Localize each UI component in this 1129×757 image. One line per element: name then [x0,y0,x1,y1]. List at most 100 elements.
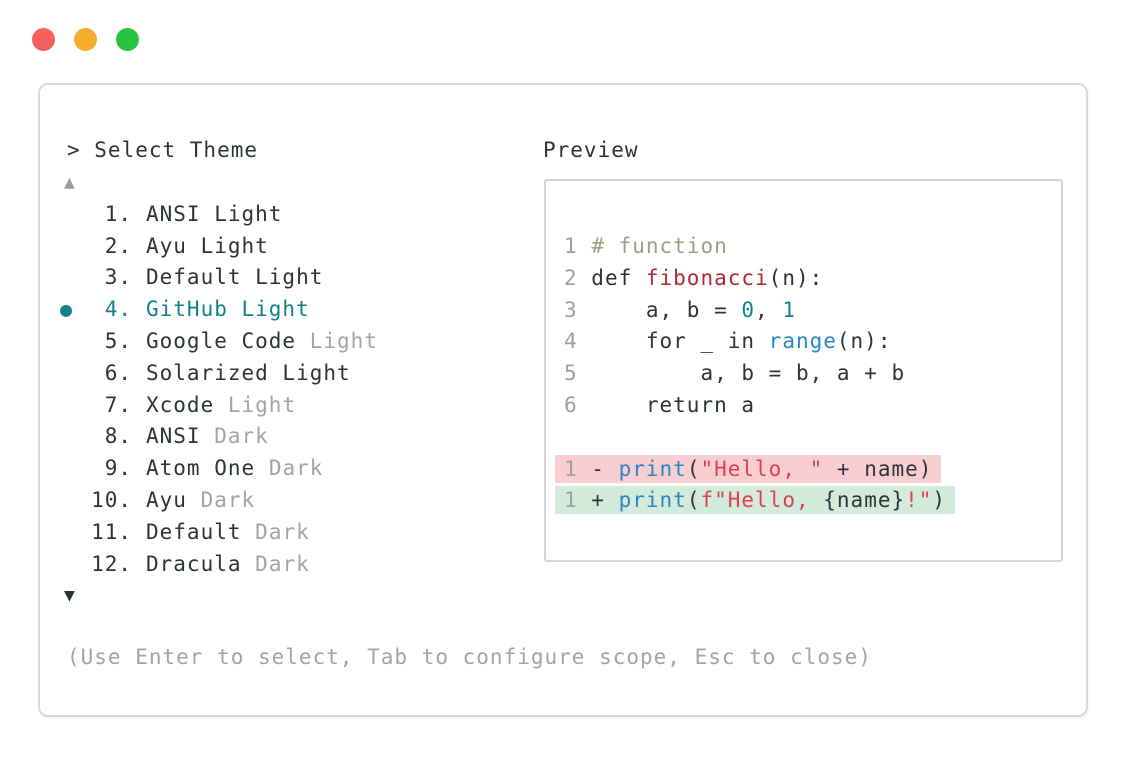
theme-item-number: 6. [104,360,132,385]
code-token-string: f"Hello, [700,488,824,513]
theme-item[interactable]: ●9.Atom One Dark [58,453,378,485]
code-token-default: + name) [823,456,933,481]
code-line: 1 + print(f"Hello, {name}!") [555,485,956,517]
code-token-default: a, b = b, a + b [577,361,906,386]
code-line [564,422,955,454]
theme-item[interactable]: ●1.ANSI Light [58,199,378,231]
theme-item-label: Default Dark [146,519,310,544]
theme-item-label: Solarized Light [146,360,351,385]
theme-item-label: ANSI Dark [146,424,269,449]
code-token-builtin: print [618,488,687,513]
theme-item-number: 9. [104,456,132,481]
theme-item-label: Xcode Light [146,392,297,417]
code-token-default: - [577,456,619,481]
diff-added-line: 1 + print(f"Hello, {name}!") [555,486,956,515]
theme-item-number: 8. [104,424,132,449]
theme-item-variant: Dark [255,551,310,576]
code-token-line-number: 4 [564,329,578,354]
scroll-down-icon[interactable]: ▼ [64,585,76,607]
code-token-line-number: 1 [564,456,578,481]
theme-item-variant: Dark [214,424,269,449]
code-token-default [578,234,592,258]
theme-item-number: 11. [91,519,132,544]
code-token-default: a, b = [577,297,742,322]
theme-item-label: GitHub Light [146,297,310,322]
code-token-line-number: 5 [564,361,578,386]
code-token-line-number: 1 [564,234,578,258]
theme-item-label: Ayu Dark [146,487,256,512]
theme-item[interactable]: ●5.Google Code Light [58,326,378,358]
code-line: 1 - print("Hello, " + name) [555,454,955,486]
code-token-builtin: print [618,456,687,481]
code-token-default: for _ in [577,329,769,354]
code-token-line-number: 3 [564,297,578,322]
code-line: 5 a, b = b, a + b [564,358,955,390]
theme-item-number: 2. [104,233,132,258]
select-theme-prompt: > Select Theme [67,138,259,162]
theme-selector-window: > Select Theme ▲ ●1.ANSI Light ● 2. Ayu Ligh… [38,83,1088,717]
code-token-default: ( [686,488,701,513]
theme-item[interactable]: ●12.Dracula Dark [58,549,378,581]
theme-item-number: 4. [104,297,132,322]
window-controls [32,28,139,51]
selected-bullet-icon: ● [60,297,74,322]
theme-item-label: Ayu Light [146,233,269,258]
theme-item-variant: Light [309,328,378,353]
theme-list: ▲●1.ANSI Light●2.Ayu Light●3.Default Lig… [58,167,378,612]
code-token-default: , [755,297,783,322]
code-token-default: def [577,265,646,290]
code-token-line-number: 2 [564,265,578,290]
scroll-up-icon[interactable]: ▲ [64,172,76,193]
code-line: 6 return a [564,390,955,422]
code-token-string: !" [905,488,933,513]
theme-item[interactable]: ●11.Default Dark [58,517,378,549]
minimize-button-icon[interactable] [74,28,97,51]
code-token-default: ) [932,488,947,513]
code-token-number: 1 [782,297,796,322]
code-line: 1 # function [564,231,955,263]
theme-item-variant: Dark [200,487,256,512]
theme-item[interactable]: ●3.Default Light [58,262,378,294]
code-token-default: + [577,488,619,513]
code-token-default: {name} [823,488,906,513]
code-token-default: ( [686,456,701,481]
code-line: 3 a, b = 0, 1 [564,295,955,327]
code-token-default: return a [577,392,756,417]
theme-item[interactable]: ●10.Ayu Dark [58,485,378,517]
theme-item-label: Atom One Dark [146,456,324,481]
theme-item-label: Default Light [146,265,324,290]
theme-item[interactable]: ●8.ANSI Dark [58,421,378,453]
theme-item-variant: Light [227,392,297,417]
theme-item-number: 1. [104,201,132,226]
code-token-builtin: range [768,329,837,354]
theme-item-label: Dracula Dark [146,551,310,576]
code-token-comment: # function [591,234,728,258]
theme-item-variant: Dark [268,456,324,481]
theme-item-number: 12. [91,551,132,576]
code-token-string: "Hello, " [700,456,824,481]
diff-removed-line: 1 - print("Hello, " + name) [555,454,942,483]
theme-item-number: 5. [104,328,132,353]
theme-item-label: Google Code Light [146,328,378,353]
theme-item-number: 3. [104,265,132,290]
maximize-button-icon[interactable] [116,28,139,51]
theme-item-number: 10. [91,487,132,512]
help-text: (Use Enter to select, Tab to configure s… [67,645,872,669]
code-token-number: 0 [741,297,756,322]
close-button-icon[interactable] [32,28,55,51]
theme-item[interactable]: ●2.Ayu Light [58,231,378,263]
theme-item[interactable]: ●7.Xcode Light [58,390,378,422]
code-token-function: fibonacci [645,265,769,290]
theme-item-number: 7. [104,392,132,417]
code-line: 2 def fibonacci(n): [564,263,955,295]
code-token-default: (n): [768,265,824,290]
theme-item[interactable]: ● 4. GitHub Light [58,294,378,326]
preview-title: Preview [543,138,639,162]
code-line: 4 for _ in range(n): [564,326,955,358]
theme-item-variant: Dark [255,519,310,544]
code-token-line-number: 6 [564,392,578,417]
theme-item[interactable]: ●6.Solarized Light [58,358,378,390]
